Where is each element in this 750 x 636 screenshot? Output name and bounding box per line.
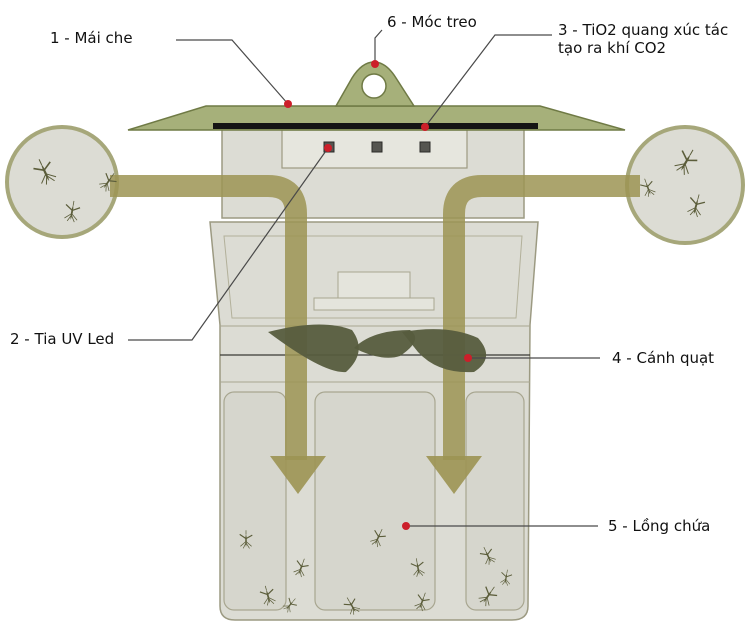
- roof-canopy: [127, 105, 626, 131]
- left-intake-chamber: [5, 125, 119, 239]
- callout-leaders: [128, 29, 600, 527]
- label-roof: 1 - Mái che: [50, 29, 133, 47]
- label-fan: 4 - Cánh quạt: [612, 349, 714, 367]
- hanging-hook-icon: [334, 61, 416, 107]
- label-hook: 6 - Móc treo: [387, 13, 477, 31]
- airflow-arrows: [110, 175, 640, 460]
- callout-markers: [284, 60, 472, 530]
- fan-blade-icon: [268, 324, 487, 373]
- right-arrow-head: [426, 456, 482, 494]
- label-cage: 5 - Lồng chứa: [608, 517, 710, 535]
- left-airflow-arrow: [110, 175, 307, 460]
- collection-cage: [223, 391, 525, 611]
- label-uv-led: 2 - Tia UV Led: [10, 330, 114, 348]
- left-arrow-head: [270, 456, 326, 494]
- label-tio2-line2: tạo ra khí CO2: [558, 39, 666, 57]
- label-tio2-line1: 3 - TiO2 quang xúc tác: [558, 21, 728, 39]
- right-airflow-arrow: [443, 175, 640, 460]
- right-intake-chamber: [625, 125, 745, 245]
